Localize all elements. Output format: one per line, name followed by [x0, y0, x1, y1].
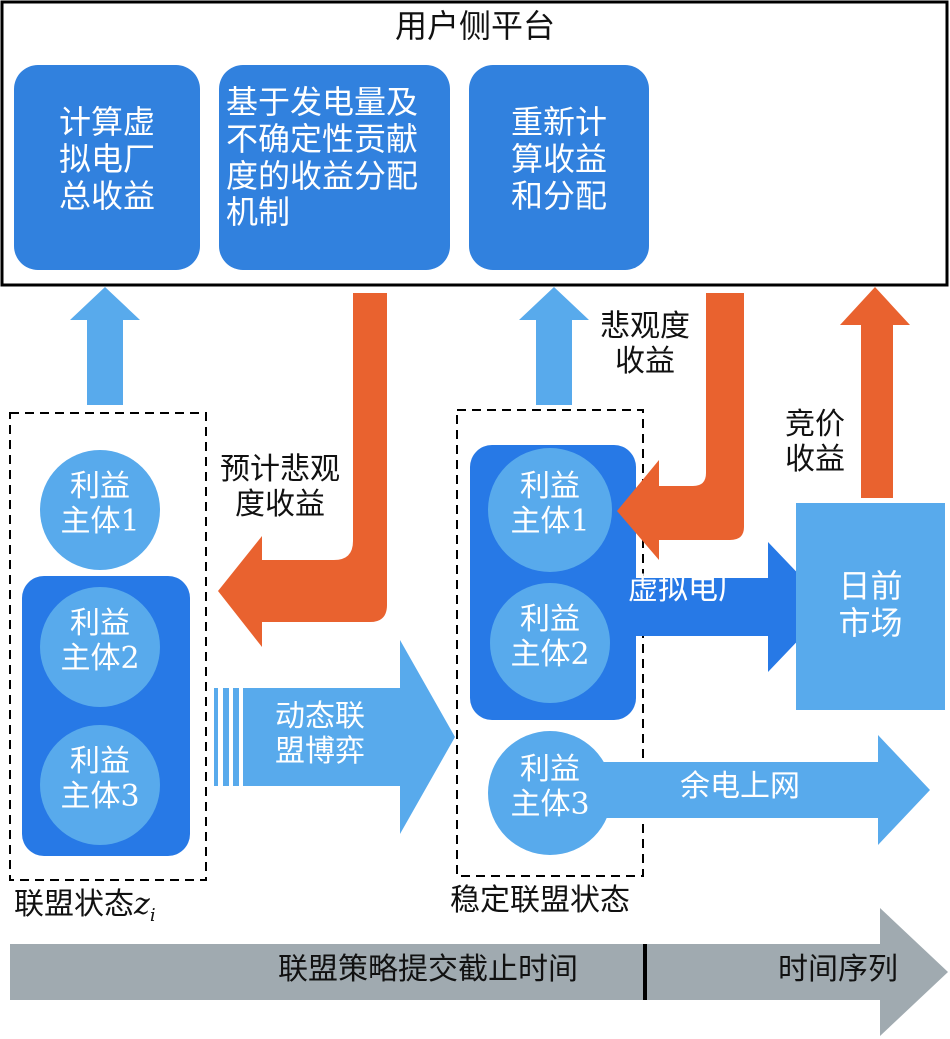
right-entity-1-circle	[488, 448, 612, 572]
left-entity-3-label: 利益主体3	[60, 744, 140, 814]
platform-title: 用户侧平台	[394, 7, 555, 45]
platform-box-3-text: 重新计算收益和分配	[510, 103, 607, 215]
up-arrow-middle	[519, 287, 589, 405]
left-entity-1-circle	[40, 450, 160, 570]
up-arrow-bidding	[840, 287, 910, 498]
right-entity-3-circle	[488, 731, 612, 855]
platform-box-2-text: 基于发电量及不确定性贡献度的收益分配机制	[226, 83, 419, 232]
right-entity-2-circle	[490, 583, 610, 703]
dynamic-game-label: 动态联盟博弈	[275, 699, 365, 769]
surplus-arrow	[570, 735, 930, 845]
stripe-3	[233, 688, 239, 786]
platform-box-allocation-mechanism	[219, 65, 450, 270]
expected-pessimistic-arrow	[218, 293, 387, 647]
dynamic-game-arrow	[243, 640, 455, 834]
stripe-1	[214, 688, 218, 786]
left-entity-2-label: 利益主体2	[60, 606, 140, 676]
right-group-frame	[456, 409, 644, 877]
surplus-label: 余电上网	[680, 769, 800, 804]
left-entity-1-label: 利益主体1	[60, 469, 140, 539]
right-entity-2-label: 利益主体2	[510, 602, 590, 672]
left-entity-3-circle	[40, 725, 160, 845]
vpp-arrow	[636, 542, 830, 672]
right-entity-3-label: 利益主体3	[510, 752, 590, 822]
left-group-frame	[9, 412, 207, 881]
bidding-income-label: 竞价收益	[785, 407, 845, 477]
market-label: 日前市场	[838, 567, 903, 642]
platform-box-total-income	[14, 65, 200, 270]
left-state-label: 联盟状态zi	[14, 887, 156, 926]
pessimistic-income-arrow	[617, 293, 744, 560]
right-entity-1-label: 利益主体1	[510, 469, 590, 539]
vpp-label: 虚拟电厂	[628, 572, 748, 607]
platform-box-recalculate	[469, 65, 649, 270]
platform-box-1-text: 计算虚拟电厂总收益	[58, 103, 155, 215]
pessimistic-income-label: 悲观度收益	[600, 309, 690, 379]
up-arrow-left	[70, 287, 140, 405]
timeline-arrow	[10, 908, 948, 1036]
platform-frame	[0, 0, 949, 287]
left-entity-2-circle	[40, 587, 160, 707]
deadline-label: 联盟策略提交截止时间	[278, 952, 578, 987]
market-box	[796, 503, 945, 710]
stripe-2	[223, 688, 229, 786]
expected-pessimistic-label: 预计悲观度收益	[220, 452, 340, 522]
timeline-series-label: 时间序列	[778, 952, 898, 987]
right-state-label: 稳定联盟状态	[450, 883, 630, 918]
